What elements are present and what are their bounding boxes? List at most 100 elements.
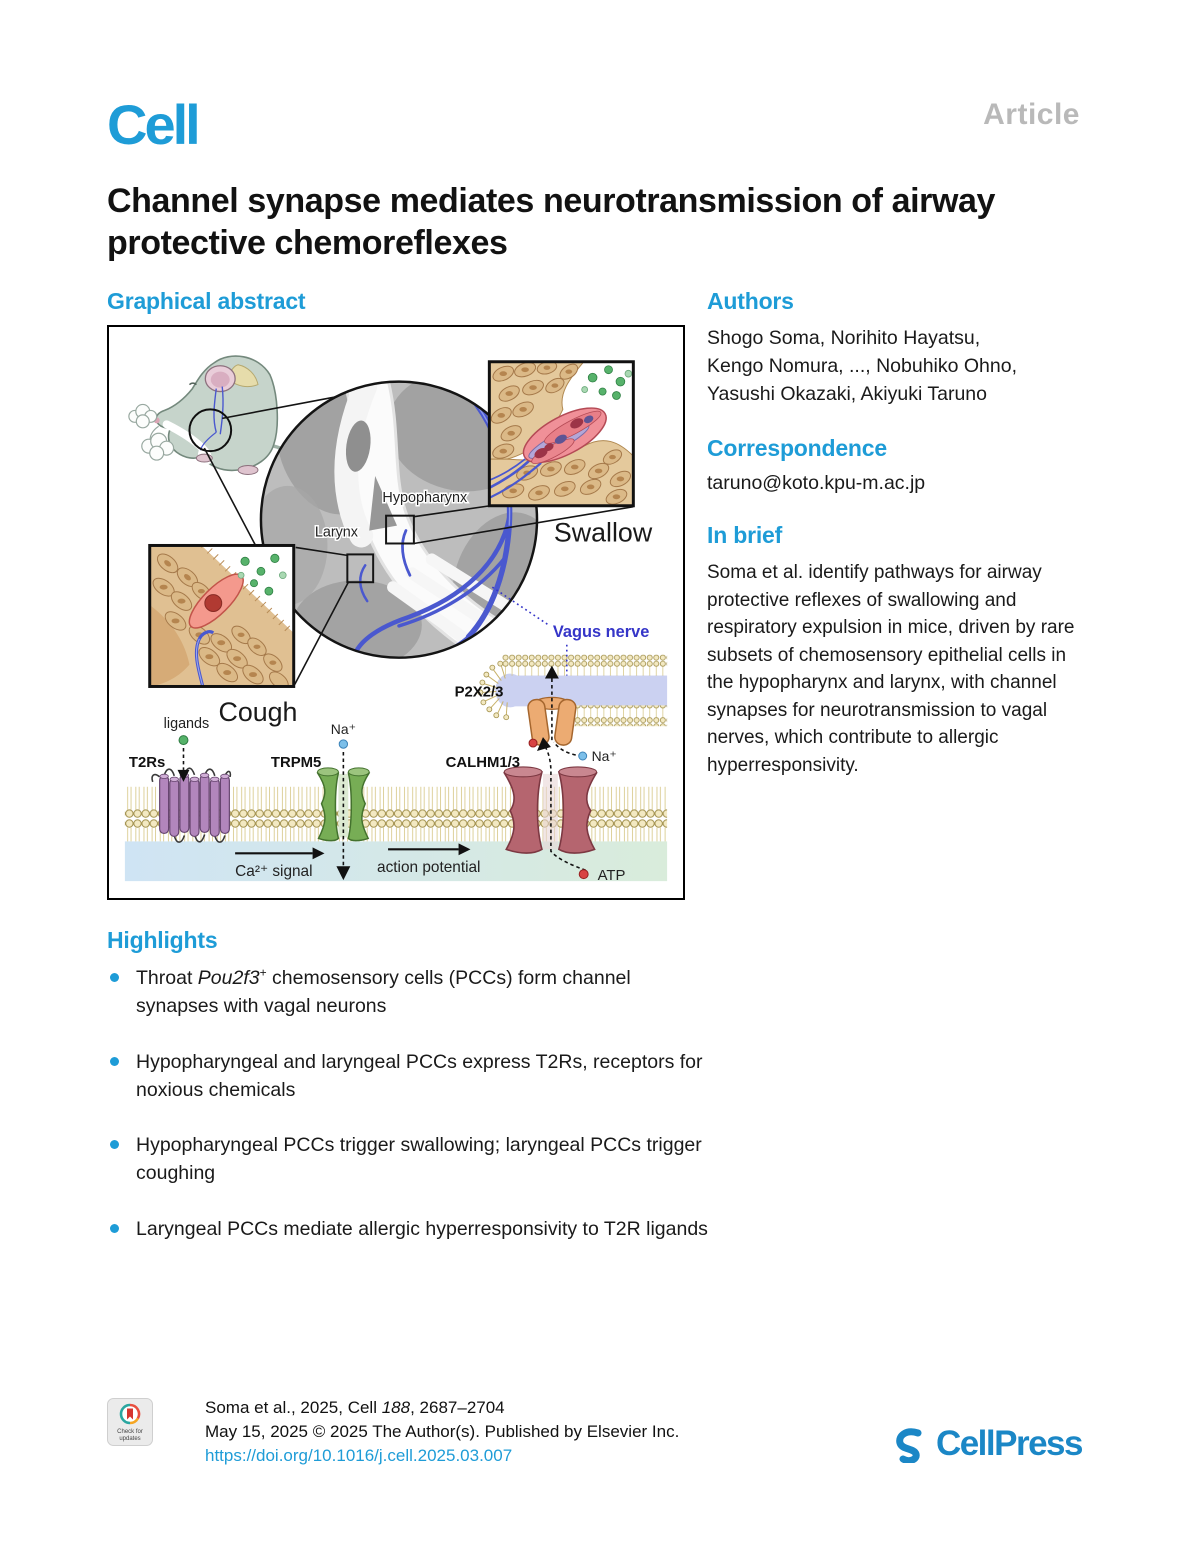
highlight-item: Hypopharyngeal and laryngeal PCCs expres…: [107, 1048, 711, 1105]
circle-border: [259, 380, 539, 660]
cellpress-logo-text: CellPress: [935, 1424, 1084, 1463]
article-first-page: Cell Article Channel synapse mediates ne…: [107, 0, 1080, 1270]
bullet-icon: [110, 973, 119, 983]
footer: Check for updates Soma et al., 2025, Cel…: [107, 1396, 679, 1467]
in-brief-text: Soma et al. identify pathways for airway…: [707, 562, 1075, 777]
inset-connector-line: [413, 505, 491, 518]
mouse-inner-ear: [210, 371, 230, 388]
graphical-abstract-figure: Hypopharynx Larynx: [107, 325, 685, 901]
cough-inset: [148, 544, 296, 689]
atp-label: ATP: [598, 868, 626, 884]
pcc-nuclei: [534, 415, 594, 459]
trpm5-label: TRPM5: [271, 755, 321, 771]
mouse-nerve-line: [213, 388, 217, 433]
ligand-arrowhead: [177, 770, 190, 782]
bullet-icon: [110, 1223, 119, 1233]
epithelial-cells: [490, 361, 632, 505]
p2x-label: P2X2/3: [455, 685, 504, 701]
nerve-fiber-highlight: [195, 638, 204, 687]
calhm-label: CALHM1/3: [446, 755, 520, 771]
graphical-abstract-column: Graphical abstract: [107, 288, 708, 1270]
throat-anatomy-circle: [259, 380, 539, 660]
na-arrowhead: [336, 866, 351, 881]
sodium-ion: [578, 751, 588, 761]
larynx-marker-box: [346, 553, 375, 584]
bullet-icon: [110, 1140, 119, 1150]
cellpress-logo-icon: [896, 1428, 922, 1463]
highlight-item: Hypopharyngeal PCCs trigger swallowing; …: [107, 1131, 711, 1188]
mouse-foot: [237, 465, 259, 476]
author-line: Yasushi Okazaki, Akiyuki Taruno: [707, 382, 987, 405]
highlights-section: Highlights Throat Pou2f3+ chemosensory c…: [107, 927, 708, 1243]
terminal-lipid-heads: [477, 660, 510, 721]
calhm-channel: [503, 766, 598, 854]
atp-molecule: [578, 869, 589, 880]
swallow-label: Swallow: [554, 518, 653, 548]
mouse-skull-patch: [227, 364, 259, 388]
in-brief-block: In brief Soma et al. identify pathways f…: [707, 522, 1080, 779]
vagus-nerve-label: Vagus nerve: [553, 623, 649, 641]
action-potential-arrowhead: [458, 843, 471, 856]
authors-heading: Authors: [707, 288, 794, 315]
copyright-line: May 15, 2025 © 2025 The Author(s). Publi…: [205, 1421, 680, 1441]
highlight-item: Throat Pou2f3+ chemosensory cells (PCCs)…: [107, 964, 711, 1021]
inset-connector-line: [295, 546, 348, 557]
ligand-dots: [237, 553, 287, 596]
sodium-ion: [338, 739, 349, 749]
highlight-item: Laryngeal PCCs mediate allergic hyperres…: [107, 1215, 711, 1243]
cell-journal-logo: Cell: [107, 93, 201, 156]
ca-signal-arrowhead: [312, 847, 325, 860]
hypopharynx-label: Hypopharynx: [382, 490, 468, 506]
ca-signal-label: Ca²⁺ signal: [235, 863, 312, 880]
cellpress-logo: CellPress: [891, 1424, 1084, 1464]
chemosensory-cell-nucleus: [204, 594, 223, 613]
p2x-channel: [527, 696, 577, 746]
cell-nuclei: [497, 365, 625, 500]
ligands-label: ligands: [164, 716, 210, 732]
action-potential-label: action potential: [377, 859, 480, 876]
citation-block: Soma et al., 2025, Cell 188, 2687–2704 M…: [205, 1396, 679, 1467]
atp-molecule-bound: [528, 738, 538, 748]
badge-text-line1: Check for: [117, 1429, 143, 1435]
bullet-icon: [110, 1056, 119, 1066]
signal-dashes: [182, 676, 586, 872]
highlights-heading: Highlights: [107, 927, 218, 954]
correspondence-email: taruno@koto.kpu-m.ac.jp: [707, 472, 926, 495]
throat-zoom-circle: [188, 408, 233, 453]
swallow-inset-border: [487, 360, 635, 508]
inset-connector-line: [294, 581, 350, 685]
t2r-receptor: [151, 767, 232, 844]
check-for-updates-badge[interactable]: Check for updates: [107, 1398, 153, 1446]
vagal-nerve-terminal: [477, 654, 668, 748]
meta-column: Authors Shogo Soma, Norihito Hayatsu, Ke…: [707, 288, 1080, 1270]
graphical-abstract-illustration: Hypopharynx Larynx: [124, 355, 668, 884]
na-label-trpm5: Na⁺: [331, 721, 356, 737]
in-brief-heading: In brief: [707, 522, 783, 549]
cough-label: Cough: [218, 697, 297, 727]
citation-line: Soma et al., 2025, Cell 188, 2687–2704: [205, 1398, 505, 1417]
t2rs-label: T2Rs: [129, 755, 165, 771]
authors-block: Authors Shogo Soma, Norihito Hayatsu, Ke…: [707, 288, 1080, 408]
two-column-area: Graphical abstract: [107, 288, 1080, 1270]
ligand-molecule: [178, 735, 189, 746]
correspondence-heading: Correspondence: [707, 435, 887, 462]
cough-inset-border: [148, 544, 296, 689]
mouse-illustration: [128, 355, 295, 478]
page-title: Channel synapse mediates neurotransmissi…: [107, 182, 996, 262]
na-label-p2x: Na⁺: [592, 748, 617, 764]
terminal-lipid-fan: [482, 665, 508, 717]
masthead: Cell Article: [107, 0, 1080, 156]
breath-puffs-icon: [128, 403, 175, 461]
bookmark-icon: [127, 1408, 133, 1420]
doi-link[interactable]: https://doi.org/10.1016/j.cell.2025.03.0…: [205, 1445, 513, 1465]
vagus-leader-lines: [491, 586, 568, 676]
author-line: Shogo Soma, Norihito Hayatsu,: [707, 327, 981, 350]
swallow-inset: [487, 360, 635, 508]
hypopharynx-marker-box: [385, 514, 415, 545]
badge-text-line2: updates: [119, 1436, 140, 1442]
membrane-signaling-panel: ligands T2Rs TRPM5 CALHM1/3 P2X2/3 Na⁺ N…: [124, 586, 668, 884]
graphical-abstract-heading: Graphical abstract: [107, 288, 306, 315]
author-line: Kengo Nomura, ..., Nobuhiko Ohno,: [707, 354, 1018, 377]
article-type-label: Article: [983, 98, 1080, 131]
ligand-dots: [581, 365, 633, 401]
